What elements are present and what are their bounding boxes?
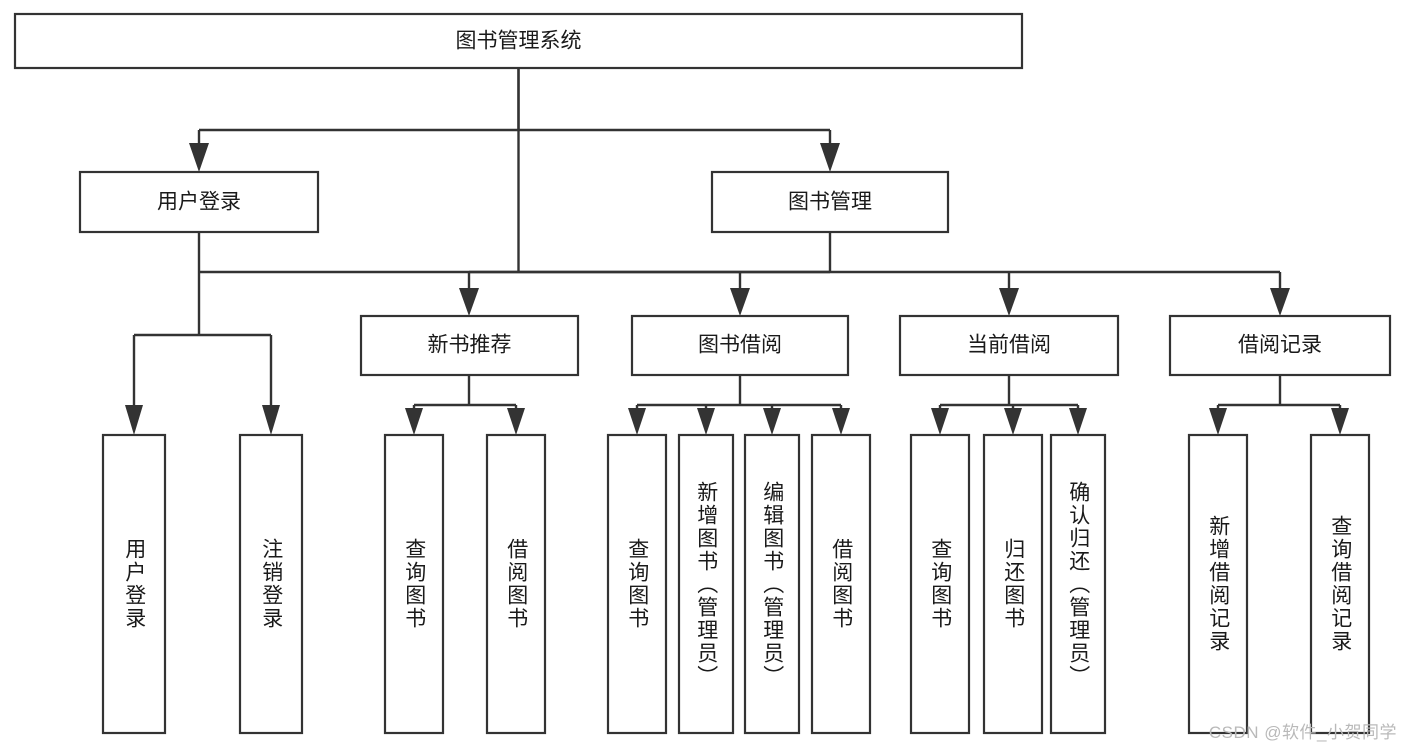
node-root-label: 图书管理系统 [456, 30, 582, 53]
node-current-borrow-label: 当前借阅 [967, 334, 1051, 357]
arrow-leaf-query-book-rec [405, 408, 423, 435]
arrow-borrow-record [1270, 288, 1290, 316]
leaf-add-book-box[interactable] [677, 433, 735, 735]
node-user-login-box[interactable] [78, 170, 320, 234]
node-book-manage[interactable]: 图书管理 [710, 170, 950, 234]
arrow-leaf-add-book [697, 408, 715, 435]
edges-new-book-rec-to-leaves [405, 375, 525, 435]
leaf-boxes [101, 433, 1371, 735]
node-borrow-record-label: 借阅记录 [1238, 334, 1322, 357]
edges-book-manage-to-level3 [459, 232, 1290, 316]
leaf-add-record-box[interactable] [1187, 433, 1249, 735]
arrow-leaf-confirm-return [1069, 408, 1087, 435]
leaf-user-login-box[interactable] [101, 433, 167, 735]
leaf-query-book-cur-box[interactable] [909, 433, 971, 735]
node-book-manage-box[interactable] [710, 170, 950, 234]
node-new-book-rec[interactable]: 新书推荐 [359, 314, 580, 377]
arrow-leaf-add-record [1209, 408, 1227, 435]
node-new-book-rec-box[interactable] [359, 314, 580, 377]
arrow-leaf-query-book-cur [931, 408, 949, 435]
leaf-return-book-box[interactable] [982, 433, 1044, 735]
node-user-login-label: 用户登录 [157, 191, 241, 214]
leaf-query-record-box[interactable] [1309, 433, 1371, 735]
edges-borrow-record-to-leaves [1209, 375, 1349, 435]
leaf-query-book-rec-box[interactable] [383, 433, 445, 735]
node-borrow-record-box[interactable] [1168, 314, 1392, 377]
edges-book-borrow-to-leaves [628, 375, 850, 435]
leaf-borrow-book-bor-box[interactable] [810, 433, 872, 735]
arrow-new-book-rec [459, 288, 479, 316]
node-book-manage-label: 图书管理 [788, 191, 872, 214]
node-new-book-rec-label: 新书推荐 [428, 334, 512, 357]
leaf-query-book-bor-box[interactable] [606, 433, 668, 735]
edges-root-to-level2 [189, 68, 840, 172]
arrow-leaf-logout [262, 405, 280, 435]
arrow-book-borrow [730, 288, 750, 316]
arrow-leaf-query-book-bor [628, 408, 646, 435]
edges-user-login-to-leaves [125, 232, 280, 435]
arrow-book-manage [820, 143, 840, 172]
node-book-borrow-box[interactable] [630, 314, 850, 377]
arrow-leaf-query-record [1331, 408, 1349, 435]
node-book-borrow[interactable]: 图书借阅 [630, 314, 850, 377]
node-user-login[interactable]: 用户登录 [78, 170, 320, 234]
node-root-box[interactable] [13, 12, 1024, 70]
arrow-leaf-borrow-book-bor [832, 408, 850, 435]
node-current-borrow[interactable]: 当前借阅 [898, 314, 1120, 377]
node-book-borrow-label: 图书借阅 [698, 334, 782, 357]
arrow-user-login [189, 143, 209, 172]
leaf-edit-book-box[interactable] [743, 433, 801, 735]
node-borrow-record[interactable]: 借阅记录 [1168, 314, 1392, 377]
node-root[interactable]: 图书管理系统 [13, 12, 1024, 70]
node-current-borrow-box[interactable] [898, 314, 1120, 377]
arrow-leaf-return-book [1004, 408, 1022, 435]
arrow-leaf-edit-book [763, 408, 781, 435]
leaf-borrow-book-rec-box[interactable] [485, 433, 547, 735]
leaf-confirm-return-box[interactable] [1049, 433, 1107, 735]
leaf-logout-box[interactable] [238, 433, 304, 735]
arrow-current-borrow [999, 288, 1019, 316]
arrow-leaf-borrow-book-rec [507, 408, 525, 435]
arrow-leaf-user-login [125, 405, 143, 435]
edges-current-borrow-to-leaves [931, 375, 1087, 435]
connector-group-root [199, 68, 830, 274]
